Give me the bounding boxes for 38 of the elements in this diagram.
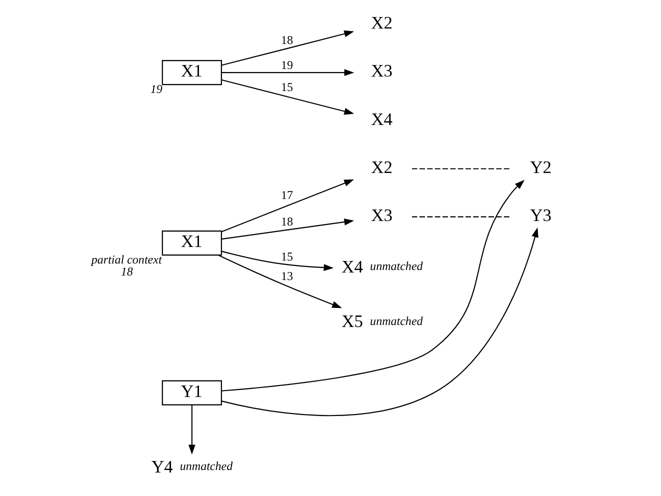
node-label: partial context bbox=[90, 252, 162, 267]
node-label: 19 bbox=[150, 82, 162, 96]
arrow bbox=[221, 250, 334, 272]
node-label: unmatched bbox=[370, 314, 422, 328]
edge-label: 13 bbox=[280, 269, 293, 284]
arrow bbox=[221, 69, 354, 76]
edge-label: 18 bbox=[280, 32, 293, 47]
node-text: Y2 bbox=[530, 156, 552, 177]
arrow bbox=[221, 180, 524, 392]
arrow bbox=[220, 227, 538, 416]
node-text: Y3 bbox=[530, 205, 552, 226]
connector bbox=[411, 216, 511, 218]
node-box: Y1 bbox=[161, 380, 222, 406]
node-text: X3 bbox=[370, 205, 392, 226]
node-text: X2 bbox=[370, 156, 392, 177]
arrow bbox=[220, 218, 354, 240]
node-text: X3 bbox=[370, 60, 392, 81]
edge-label: 19 bbox=[280, 58, 293, 72]
arrow bbox=[218, 254, 342, 308]
node-text: X4 bbox=[341, 256, 363, 276]
node-text: Y4 bbox=[150, 456, 172, 476]
edge-label: 17 bbox=[280, 188, 293, 202]
arrow bbox=[220, 30, 354, 66]
node-text: X5 bbox=[341, 311, 363, 332]
arrow bbox=[188, 405, 195, 455]
node-label: unmatched bbox=[179, 459, 232, 474]
connector bbox=[411, 168, 511, 170]
node-label: 18 bbox=[120, 264, 132, 279]
edge-label: 15 bbox=[280, 80, 293, 94]
arrow bbox=[220, 79, 354, 115]
node-box: X1 bbox=[161, 230, 222, 256]
edge-label: 15 bbox=[280, 249, 293, 264]
node-label: unmatched bbox=[370, 259, 422, 274]
node-box: X1 bbox=[161, 60, 222, 86]
arrow bbox=[220, 179, 354, 232]
edge-label: 18 bbox=[280, 214, 293, 228]
node-text: X4 bbox=[370, 108, 392, 129]
node-text: X2 bbox=[370, 12, 392, 33]
